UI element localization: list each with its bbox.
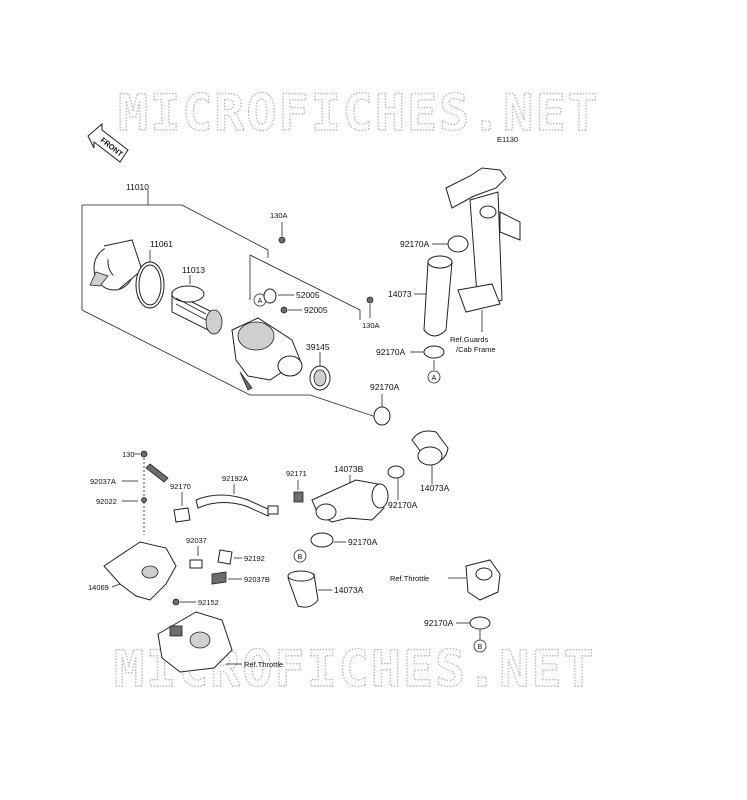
label-130a-top: 130A [270, 211, 288, 220]
clamp-92170a-a [447, 235, 469, 253]
ref-circle-b-upper [293, 549, 307, 563]
label-14073b: 14073B [334, 464, 364, 474]
strap-92037a [145, 463, 169, 483]
nut-92152 [172, 598, 180, 606]
clamp-92170a-upper [373, 406, 391, 426]
air-cleaner-intake-boot [89, 239, 143, 291]
svg-text:B: B [298, 554, 303, 561]
label-92170: 92170 [170, 482, 191, 491]
ref-throttle-right: Ref.Throttle [390, 574, 429, 583]
label-92170a-c: 92170A [348, 537, 378, 547]
bolt-130a-top [278, 236, 286, 244]
ref-circle-b-lower [473, 639, 487, 653]
hose-end-92192a [267, 505, 279, 515]
clamp-92170a-right [469, 616, 491, 630]
bolt-130 [140, 450, 148, 458]
label-92152: 92152 [198, 598, 219, 607]
label-92192a: 92192A [222, 474, 248, 483]
label-92170a-b: 92170A [388, 500, 418, 510]
label-92037b: 92037B [244, 575, 270, 584]
label-92192: 92192 [244, 554, 265, 563]
clamp-92170a-mid [423, 345, 445, 359]
clamp-92170a-c [310, 532, 334, 548]
svg-text:B: B [478, 644, 483, 651]
watermark-top: MICROFICHES.NET [118, 84, 600, 142]
svg-text:A: A [258, 298, 263, 305]
duct-14073a-low [287, 570, 319, 608]
ref-guards-line1: Ref.Guards [450, 335, 489, 344]
label-39145: 39145 [306, 342, 330, 352]
ref-throttle-bottom: Ref.Throttle [244, 660, 283, 669]
label-14073a-low: 14073A [334, 585, 364, 595]
label-92022: 92022 [96, 497, 117, 506]
label-92170a-a: 92170A [400, 239, 430, 249]
hose-92192a [195, 494, 271, 517]
svg-text:A: A [432, 375, 437, 382]
bolt-130a-right [366, 296, 374, 304]
label-14073: 14073 [388, 289, 412, 299]
label-52005: 52005 [296, 290, 320, 300]
duct-14073 [423, 255, 453, 337]
ref-circle-a-frame [427, 370, 441, 384]
throttle-body-right [465, 559, 501, 601]
label-130a-right: 130A [362, 321, 380, 330]
fitting-92005 [280, 306, 288, 314]
washer-92022 [141, 497, 147, 503]
label-92170a-mid: 92170A [376, 347, 406, 357]
throttle-body-bottom [157, 611, 233, 673]
label-130: 130 [122, 450, 135, 459]
clamp-92170a-b [387, 465, 405, 479]
diagram-code: E1130 [497, 135, 518, 144]
clamp-92170 [173, 507, 191, 523]
cab-frame-bracket [445, 167, 521, 313]
label-92005: 92005 [304, 305, 328, 315]
label-92170a-right: 92170A [424, 618, 454, 628]
label-92037: 92037 [186, 536, 207, 545]
air-cleaner-housing [231, 317, 303, 391]
t-duct-14073b [311, 479, 389, 523]
hose-92192 [217, 549, 233, 565]
air-cleaner-assembly-outline: 11010 [81, 182, 386, 421]
clamp-92037b [211, 571, 227, 585]
label-14073a-right: 14073A [420, 483, 450, 493]
ref-guards-line2: /Cab Frame [456, 345, 496, 354]
duct-14073a-right [411, 430, 449, 466]
air-filter-element [171, 285, 223, 335]
label-92170a-upper: 92170A [370, 382, 400, 392]
label-11061: 11061 [150, 239, 173, 249]
label-92037a: 92037A [90, 477, 116, 486]
clip-92171 [293, 491, 304, 503]
clamp-92037 [189, 559, 203, 569]
label-14069: 14069 [88, 583, 109, 592]
label-11010: 11010 [126, 182, 149, 192]
grommet-52005 [263, 288, 277, 304]
label-92171: 92171 [286, 469, 307, 478]
label-11013: 11013 [182, 265, 205, 275]
bracket-14069 [103, 541, 177, 601]
